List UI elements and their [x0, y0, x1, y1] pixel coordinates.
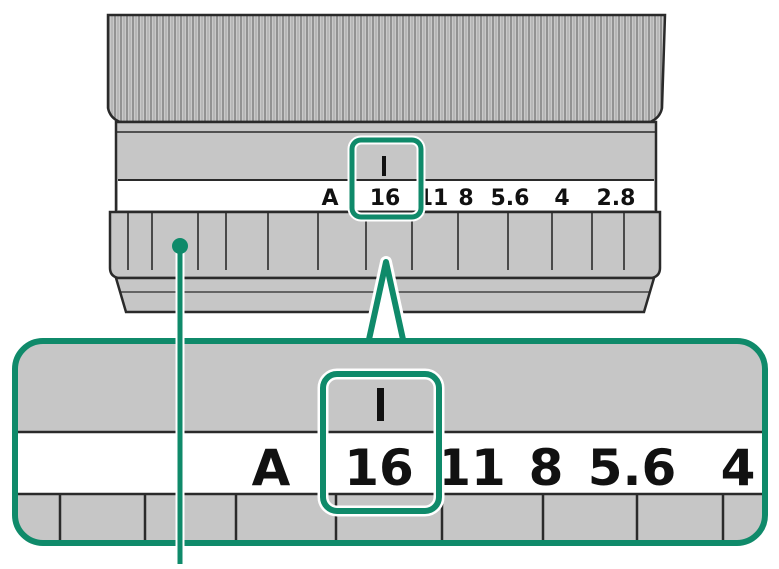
aperture-value: 5.6 [588, 439, 677, 497]
aperture-value: 8 [529, 439, 564, 497]
aperture-ring-leader [172, 238, 188, 564]
aperture-ring-grip-lines [127, 212, 625, 270]
index-mark [382, 156, 386, 176]
zoom-index-mark [377, 388, 384, 421]
scale-band [118, 180, 654, 210]
aperture-value: 5.6 [491, 186, 530, 211]
aperture-value: 4 [721, 439, 756, 497]
aperture-value: 4 [554, 186, 569, 211]
aperture-value: A [252, 439, 291, 497]
zoom-scale-band [15, 432, 765, 494]
aperture-scale: A 16 11 8 5.6 4 2.8 [321, 186, 635, 211]
zoom-grip-lines [58, 494, 725, 543]
aperture-value: 16 [344, 439, 414, 497]
zoom-callout: A 16 11 8 5.6 4 [12, 256, 768, 546]
aperture-value: 8 [458, 186, 473, 211]
aperture-value: 11 [436, 439, 506, 497]
aperture-value: 2.8 [597, 186, 636, 211]
aperture-value: A [321, 186, 338, 211]
zoom-panel-border [12, 338, 768, 546]
focus-ring [106, 13, 667, 124]
aperture-value: 16 [370, 186, 401, 211]
zoom-aperture-scale: A 16 11 8 5.6 4 [252, 439, 756, 497]
leader-dot [172, 238, 188, 254]
